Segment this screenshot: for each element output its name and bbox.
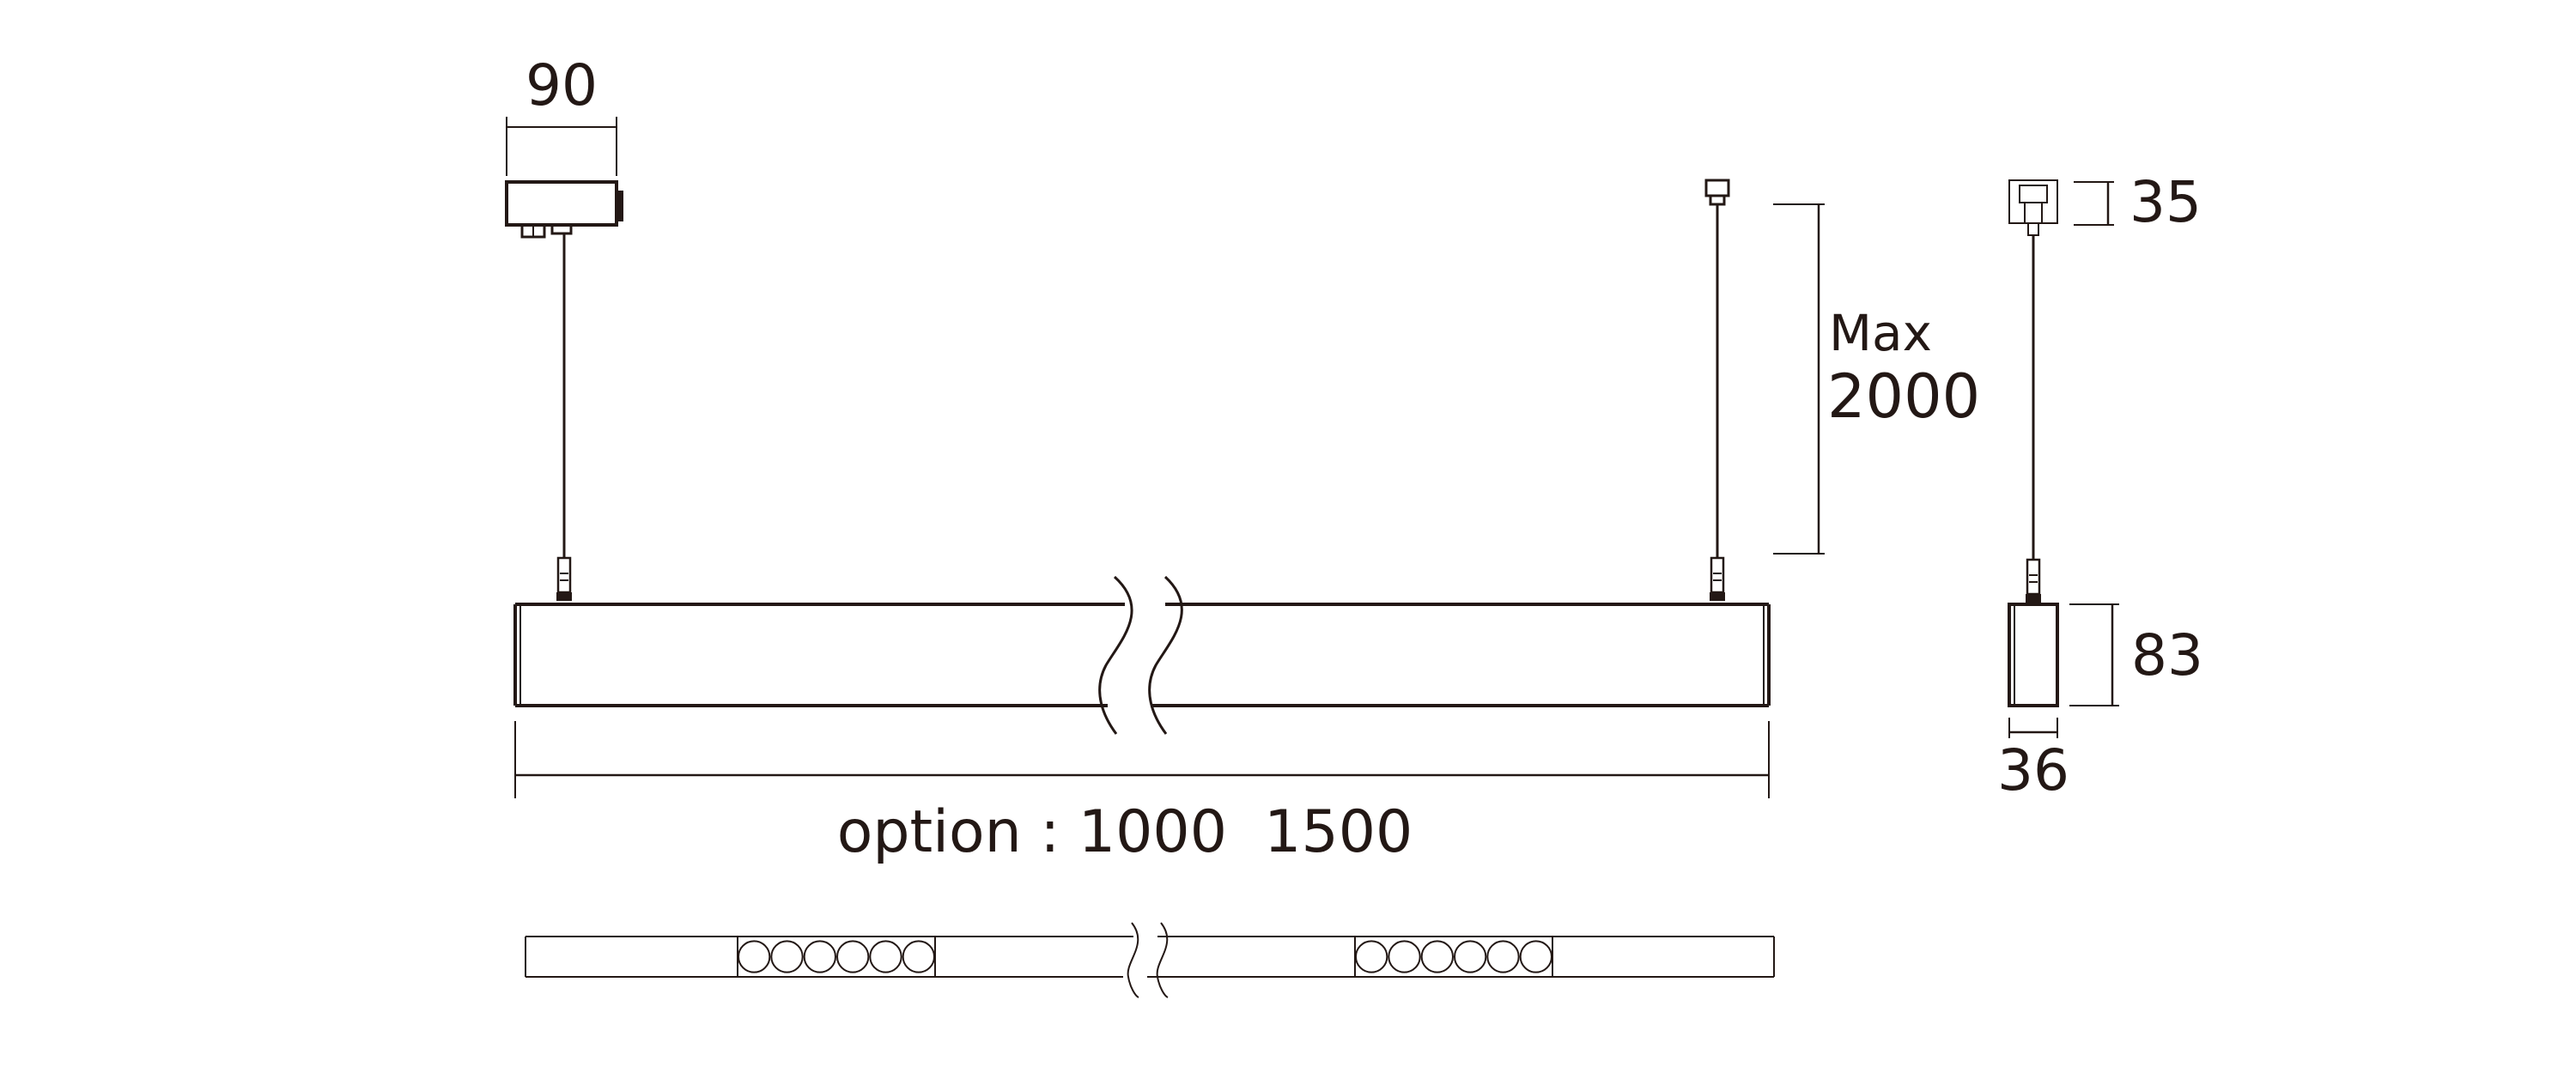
dimension-max-label: Max <box>1829 304 1932 362</box>
left-suspension-wire <box>556 233 572 601</box>
lens-circle <box>1519 940 1553 973</box>
track-adapter <box>505 180 623 239</box>
lens-circle <box>1486 940 1520 973</box>
dimension-83-label: 83 <box>2131 622 2203 688</box>
dimension-90-label: 90 <box>526 52 598 118</box>
lens-frame <box>737 936 936 978</box>
dimension-2000-label: 2000 <box>1827 361 1980 432</box>
bottom-view <box>525 922 1775 998</box>
side-view: 35 83 36 <box>1997 169 2203 803</box>
dimension-side-top: 35 <box>2074 169 2202 235</box>
side-adapter <box>2008 179 2058 236</box>
dimension-body-width: 36 <box>1997 718 2069 803</box>
lens-group <box>1354 936 1553 978</box>
dimension-body-height: 83 <box>2069 603 2203 706</box>
lens-circle <box>738 940 771 973</box>
lens-circle <box>770 940 804 973</box>
lens-circle <box>1420 940 1455 973</box>
lens-circle <box>902 940 936 973</box>
dimension-length: option : 1000 1500 <box>514 721 1770 866</box>
lens-circle <box>1388 940 1421 973</box>
dimension-suspension-length: Max 2000 <box>1773 203 1980 555</box>
lens-circle <box>1454 940 1487 973</box>
side-suspension-wire <box>2026 235 2041 603</box>
side-body <box>2008 603 2059 707</box>
right-suspension-wire <box>1704 179 1730 601</box>
lens-circle <box>836 940 870 973</box>
dimension-36-label: 36 <box>1997 737 2069 803</box>
luminaire-body-front <box>513 575 1771 735</box>
lens-circle <box>869 940 902 973</box>
lens-circle <box>803 940 836 973</box>
dimension-35-label: 35 <box>2129 169 2202 235</box>
lens-circle <box>1355 940 1388 973</box>
lens-group <box>737 936 936 978</box>
dimension-length-options-label: option : 1000 1500 <box>837 798 1413 866</box>
front-view: 90 <box>505 52 1980 866</box>
dimension-adapter-width: 90 <box>506 52 617 176</box>
